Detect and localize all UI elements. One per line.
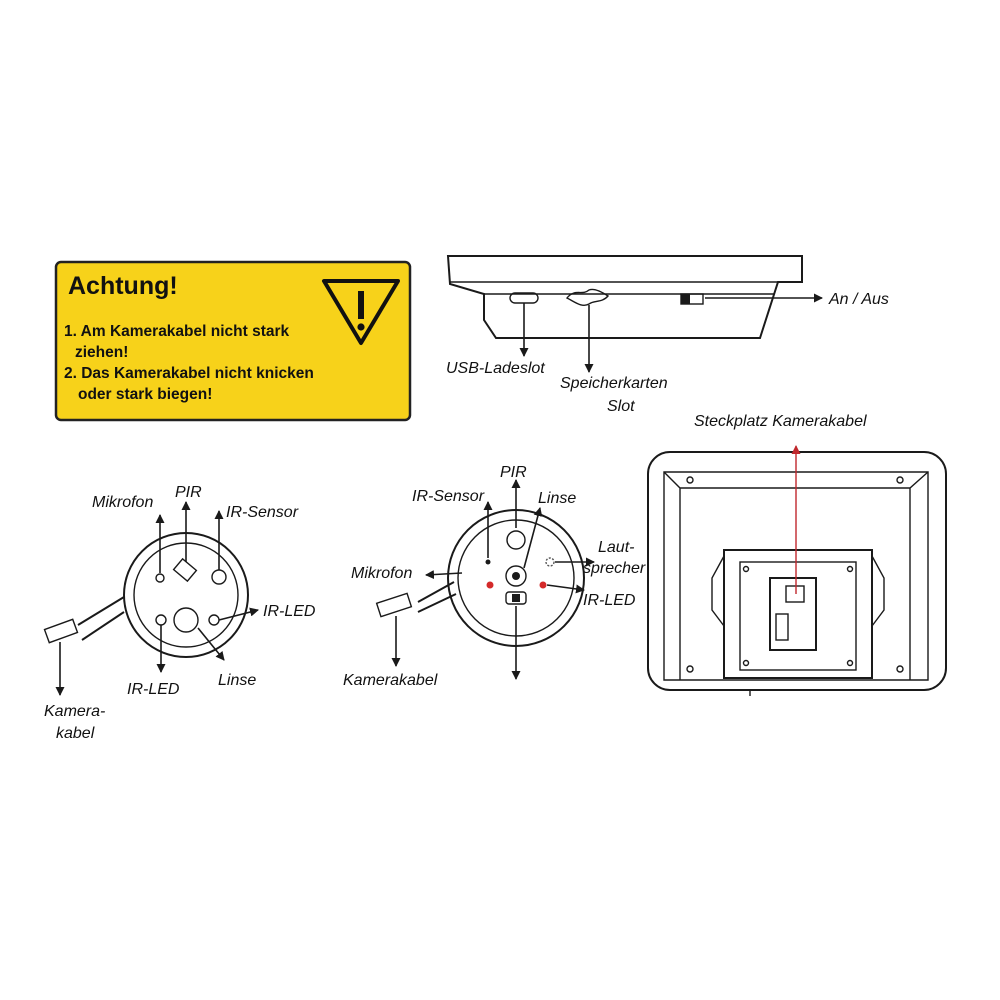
label-front-mikrofon: Mikrofon	[92, 494, 153, 511]
speaker-icon	[545, 557, 555, 567]
label-speicherkarten: Speicherkarten	[560, 375, 668, 392]
rear-cable-connector-icon	[375, 592, 413, 618]
side-view-outline	[446, 255, 803, 339]
label-rear-ir-led: IR-LED	[583, 592, 636, 609]
label-rear-pir: PIR	[500, 464, 527, 481]
warning-line-2a: 2. Das Kamerakabel nicht knicken	[64, 365, 314, 382]
warning-title: Achtung!	[68, 272, 178, 300]
memory-card-slot-icon	[565, 288, 610, 307]
warning-triangle-icon	[322, 279, 400, 345]
label-rear-mikrofon: Mikrofon	[351, 565, 412, 582]
rear-lens-icon	[505, 565, 527, 587]
label-front-ir-led-bottom: IR-LED	[127, 681, 180, 698]
rear-pir-icon	[506, 530, 526, 550]
warning-line-2b: oder stark biegen!	[78, 386, 212, 403]
screw-top-right-icon	[896, 476, 904, 484]
stand-plate	[723, 549, 873, 679]
rear-camera-view: PIR IR-Sensor Linse Laut- sprecher IR-LE…	[343, 464, 646, 689]
camera-cable-port	[769, 577, 817, 651]
rear-switch-icon	[505, 591, 527, 605]
front-camera-view: Mikrofon PIR IR-Sensor IR-LED IR-LED Lin…	[43, 484, 316, 742]
label-rear-linse: Linse	[538, 490, 576, 507]
label-slot: Slot	[607, 398, 635, 415]
rear-ir-led-right-icon	[539, 581, 547, 589]
label-front-ir-led-right: IR-LED	[263, 603, 316, 620]
front-cable	[77, 596, 125, 641]
label-steckplatz-kamerakabel: Steckplatz Kamerakabel	[694, 413, 867, 430]
rear-cable	[417, 581, 457, 613]
monitor-side-view: USB-Ladeslot Speicherkarten Slot An / Au…	[446, 255, 889, 415]
warning-line-1a: 1. Am Kamerakabel nicht stark	[64, 323, 290, 340]
warning-line-1b: ziehen!	[75, 344, 128, 361]
label-usb-ladeslot: USB-Ladeslot	[446, 360, 545, 377]
label-laut: Laut-	[598, 539, 634, 556]
label-front-linse: Linse	[218, 672, 256, 689]
warning-label: Achtung! 1. Am Kamerakabel nicht stark z…	[54, 260, 412, 422]
label-front-ir-sensor: IR-Sensor	[226, 504, 299, 521]
pir-sensor-icon	[172, 557, 198, 583]
front-cable-connector-icon	[43, 618, 79, 644]
screw-bottom-right-icon	[896, 665, 904, 673]
label-front-pir: PIR	[175, 484, 202, 501]
rear-ir-led-left-icon	[486, 581, 494, 589]
label-kamerakabel: Kamerakabel	[343, 672, 438, 689]
warning-box	[54, 260, 412, 422]
rear-ir-sensor-icon	[485, 559, 491, 565]
lens-icon	[173, 607, 199, 633]
microphone-hole-icon	[155, 573, 165, 583]
monitor-back-view: Steckplatz Kamerakabel	[647, 413, 947, 696]
ir-led-left-icon	[155, 614, 167, 626]
label-rear-ir-sensor: IR-Sensor	[412, 488, 485, 505]
ir-led-right-icon	[208, 614, 220, 626]
label-kabel: kabel	[56, 725, 95, 742]
ir-sensor-icon	[211, 569, 227, 585]
label-sprecher: sprecher	[583, 560, 646, 577]
screw-top-left-icon	[686, 476, 694, 484]
label-an-aus: An / Aus	[828, 291, 889, 308]
label-kamera: Kamera-	[44, 703, 105, 720]
screw-bottom-left-icon	[686, 665, 694, 673]
